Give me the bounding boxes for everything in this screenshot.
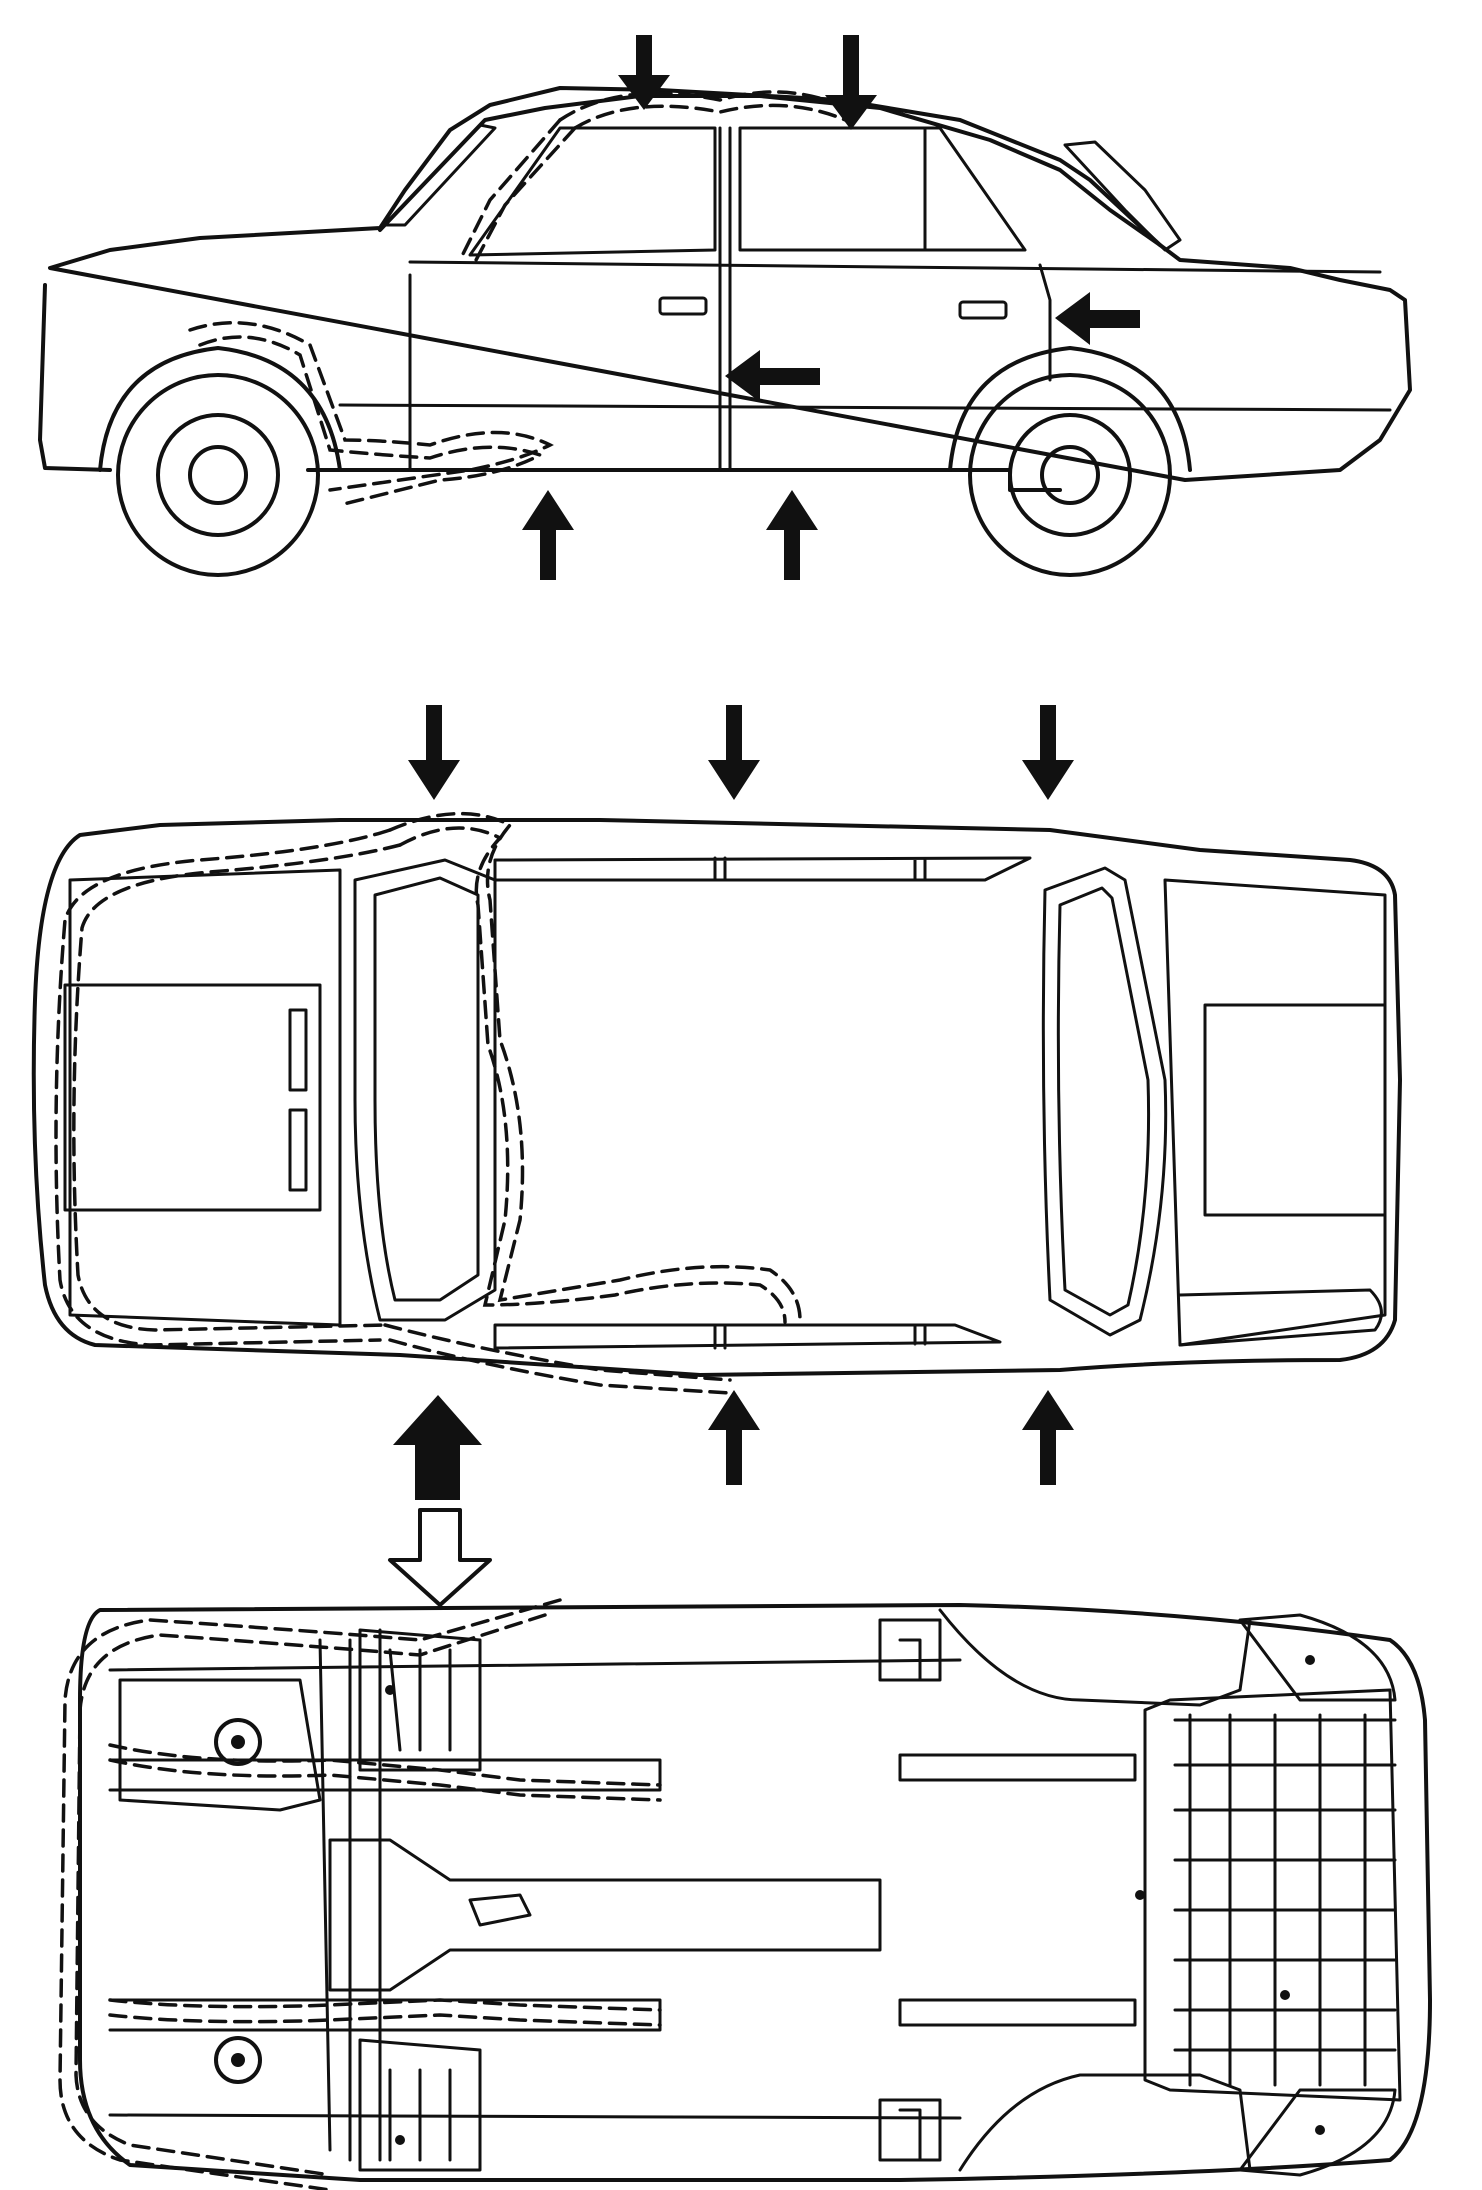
top-arrow-big-up (393, 1395, 482, 1500)
top-hood-panel (63, 983, 322, 1212)
top-trunk-panel (1203, 1003, 1387, 1217)
under-front-spring-bottom-center (231, 2053, 245, 2067)
side-dashed-sill-path (188, 321, 554, 507)
under-rear-floor-grid (1173, 1713, 1397, 2087)
under-front-struts (358, 1628, 482, 2172)
top-rear-window (1041, 866, 1168, 1337)
under-left-rail-top (108, 1758, 662, 1792)
side-belt-line (408, 260, 1382, 274)
side-arrow-sill-front (522, 490, 574, 580)
under-right-rail-bottom (898, 1998, 1137, 2027)
side-arrow-roof-rear (825, 35, 877, 130)
side-door-seams (408, 126, 1052, 472)
top-roof-side-rail-bottom (493, 1323, 1002, 1350)
under-rivet-1 (1305, 1655, 1315, 1665)
top-body-outline (31, 818, 1402, 1377)
side-front-wheel (98, 346, 342, 577)
transition-arrow-down (388, 1508, 492, 1607)
side-rear-wheel (948, 346, 1192, 577)
side-arrow-sill-rear (766, 490, 818, 580)
under-upper-sill (108, 1658, 962, 1672)
side-roof (378, 94, 1162, 247)
under-lower-sill (108, 2113, 962, 2120)
top-arrow-roof-mid (708, 705, 760, 800)
top-windshield (353, 858, 497, 1322)
under-body-outline (78, 1603, 1432, 2182)
top-arrow-bottom-rear (1022, 1390, 1074, 1485)
side-rear-door-handle (958, 300, 1008, 320)
under-rivet-5 (395, 2135, 405, 2145)
under-rear-top-right-pocket (1238, 1613, 1397, 1702)
under-rivet-6 (385, 1685, 395, 1695)
under-tunnel-slot (468, 1893, 532, 1927)
side-rear-window (1063, 140, 1182, 252)
under-front-spring-top-center (231, 1735, 245, 1749)
top-dashed-front-loop (54, 828, 402, 1347)
side-front-door-handle (658, 296, 708, 316)
top-hood-vent-2 (288, 1108, 308, 1192)
under-front-spring-top (214, 1718, 262, 1766)
top-rear-window-inner (1056, 886, 1151, 1317)
top-arrow-bottom-mid (708, 1390, 760, 1485)
under-front-spring-bottom (214, 2036, 262, 2084)
top-hood-outline (68, 868, 342, 1327)
top-view (31, 705, 1402, 1500)
top-roof-side-rail-top (493, 856, 1032, 882)
side-rear-door-window (738, 126, 1027, 252)
top-dashed-pillar-loop (388, 811, 802, 1324)
side-sill-line (338, 403, 1392, 412)
under-front-crossmember (118, 1628, 382, 2162)
under-dashed-lower-rail (108, 1998, 662, 2027)
under-right-rail-top (898, 1753, 1137, 1782)
side-front-quarter-window (383, 123, 497, 227)
under-dashed-outer-loop (58, 1598, 562, 2190)
under-rear-wheel-arch-top (938, 1608, 1252, 1707)
top-windshield-inner (373, 876, 480, 1302)
under-tunnel (328, 1838, 882, 1992)
side-dashed-pillar-path (458, 118, 577, 264)
side-arrow-roof-front (618, 35, 670, 110)
under-rivet-4 (1315, 2125, 1325, 2135)
under-mid-bracket-bottom (878, 2098, 942, 2162)
top-arrow-front-pillar (408, 705, 460, 800)
top-trunk-outline (1163, 878, 1387, 1347)
side-view (38, 35, 1412, 580)
under-rivet-3 (1280, 1990, 1290, 2000)
under-left-rail-bottom (108, 1998, 662, 2032)
under-dashed-upper-rail (108, 1743, 662, 1802)
top-arrow-roof-rear (1022, 705, 1074, 800)
top-hood-vent-1 (288, 1008, 308, 1092)
under-rear-bottom-right-pocket (1238, 2088, 1397, 2177)
side-arrow-rear-panel (1055, 292, 1140, 345)
top-dashed-bottom-rail (383, 1323, 732, 1395)
under-rear-wheel-arch-bottom (958, 2073, 1252, 2172)
side-body-outline (38, 86, 1412, 492)
top-trunk-lower (1178, 1288, 1383, 1347)
side-dashed-roof-path (558, 90, 852, 130)
under-rivet-2 (1135, 1890, 1145, 1900)
side-front-door-window (468, 126, 717, 257)
under-rear-floor-outline (1143, 1688, 1402, 2102)
underside-view (58, 1598, 1432, 2190)
side-arrow-door (725, 350, 820, 402)
under-mid-bracket-top (878, 1618, 942, 1682)
